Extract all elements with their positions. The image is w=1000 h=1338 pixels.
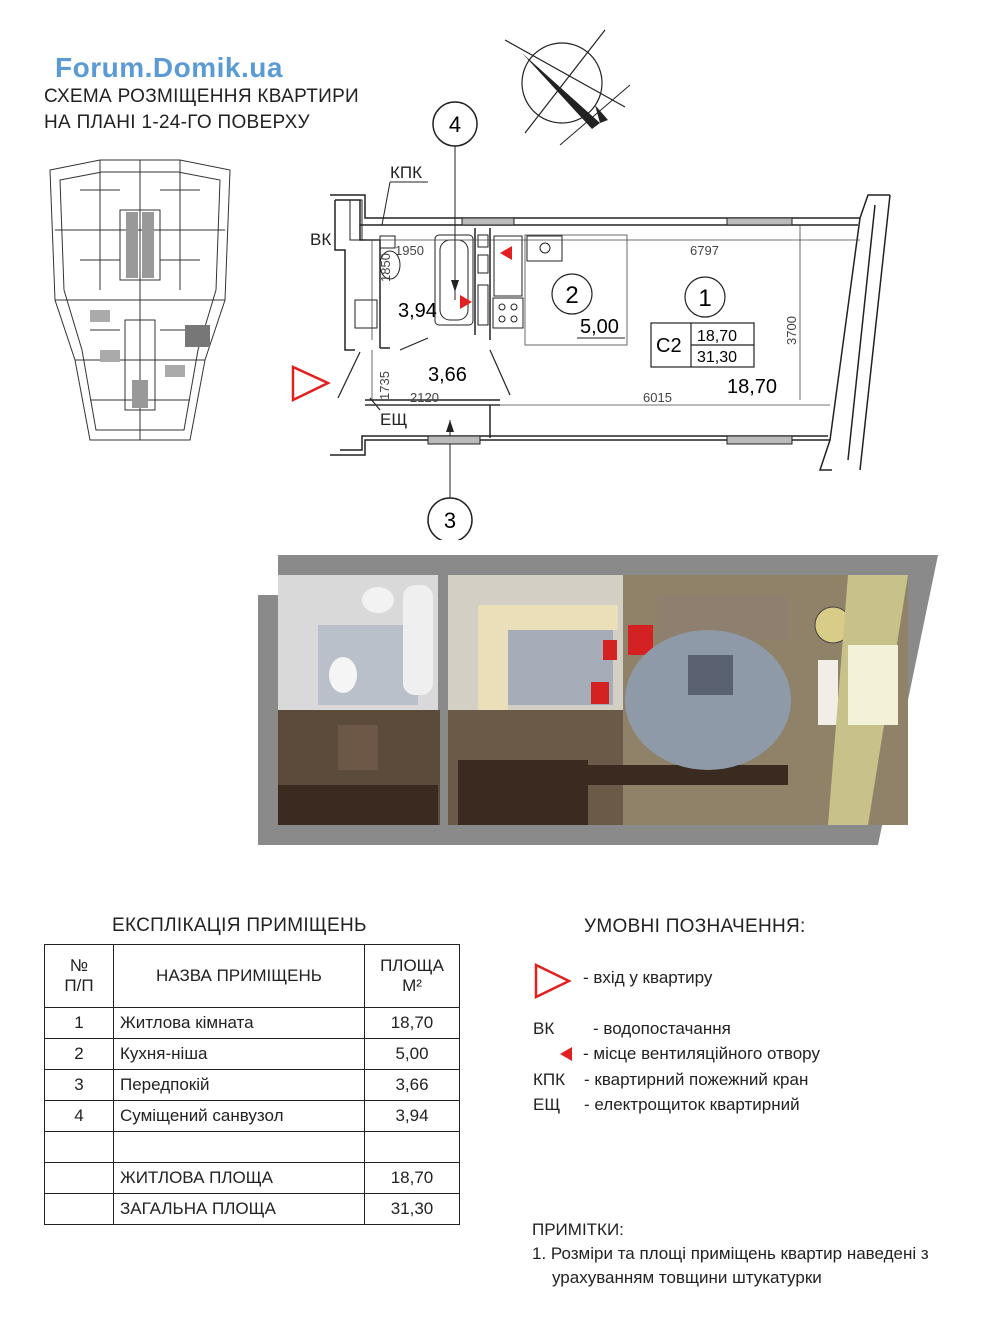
unit-total-area: 31,30: [697, 349, 737, 366]
table-row: 2 Кухня-ніша 5,00: [44, 1038, 460, 1070]
table-row: 4 Суміщений санвузол 3,94: [44, 1100, 460, 1132]
legend-text: - електрощиток квартирний: [584, 1095, 800, 1114]
total-area-value: 31,30: [364, 1193, 460, 1225]
header-num-line-1: №: [69, 956, 89, 975]
table-row-total: ЗАГАЛЬНА ПЛОЩА 31,30: [44, 1193, 460, 1225]
living-area-label: ЖИТЛОВА ПЛОЩА: [113, 1162, 365, 1194]
table-row-empty: [44, 1131, 460, 1163]
notes-line-1: 1. Розміри та площі приміщень квартир на…: [532, 1244, 929, 1263]
label-eshch: ЕЩ: [380, 410, 407, 429]
table-row-living: ЖИТЛОВА ПЛОЩА 18,70: [44, 1162, 460, 1194]
legend-text: - водопостачання: [593, 1019, 731, 1038]
entrance-triangle-icon: [534, 963, 572, 999]
axis-3-label: 3: [444, 508, 456, 533]
header-num: № П/П: [44, 944, 114, 1008]
ventilation-arrow-icon: [500, 246, 512, 260]
header-area: ПЛОЩА М²: [364, 944, 460, 1008]
table-row: 1 Житлова кімната 18,70: [44, 1007, 460, 1039]
explication-table: № П/П НАЗВА ПРИМІЩЕНЬ ПЛОЩА М² 1 Житлова…: [44, 944, 460, 1225]
notes: ПРИМІТКИ: 1. Розміри та площі приміщень …: [532, 1218, 929, 1290]
legend-code: ВК: [533, 1019, 555, 1038]
header-name: НАЗВА ПРИМІЩЕНЬ: [113, 944, 365, 1008]
legend-item-vk: ВК - водопостачання: [533, 1019, 731, 1039]
dim-3700: 3700: [784, 316, 799, 345]
room-1-area: 18,70: [727, 376, 777, 398]
legend-item-vent: - місце вентиляційного отвору: [583, 1044, 820, 1063]
dim-6015: 6015: [643, 390, 672, 405]
row-area: 3,94: [364, 1100, 460, 1132]
dim-1735: 1735: [377, 371, 392, 400]
axis-4-label: 4: [449, 112, 461, 137]
empty-cell: [113, 1131, 365, 1163]
total-area-label: ЗАГАЛЬНА ПЛОЩА: [113, 1193, 365, 1225]
row-name: Суміщений санвузол: [113, 1100, 365, 1132]
dim-1850: 1850: [378, 253, 393, 282]
label-vk: ВК: [310, 230, 331, 249]
header-area-line-2: М²: [402, 976, 422, 995]
room-3-area: 3,66: [428, 364, 467, 386]
page-title: СХЕМА РОЗМІЩЕННЯ КВАРТИРИ НА ПЛАНІ 1-24-…: [44, 84, 359, 136]
explication-title: ЕКСПЛІКАЦІЯ ПРИМІЩЕНЬ: [112, 915, 367, 936]
room-2-area: 5,00: [580, 316, 619, 338]
header-num-line-2: П/П: [64, 976, 94, 995]
legend-item-kpk: КПК - квартирний пожежний кран: [533, 1070, 808, 1090]
header-area-line-1: ПЛОЩА: [380, 956, 444, 975]
legend-item-eshch: ЕЩ - електрощиток квартирний: [533, 1095, 800, 1115]
legend-item-entrance: - вхід у квартиру: [583, 968, 713, 987]
row-area: 3,66: [364, 1069, 460, 1101]
apartment-plan: 4 3: [291, 101, 891, 540]
page-title-line-2: НА ПЛАНІ 1-24-ГО ПОВЕРХУ: [44, 112, 310, 133]
row-area: 5,00: [364, 1038, 460, 1070]
row-name: Кухня-ніша: [113, 1038, 365, 1070]
row-area: 18,70: [364, 1007, 460, 1039]
row-num: 3: [44, 1069, 114, 1101]
unit-code: C2: [656, 335, 682, 357]
room-4-area: 3,94: [398, 300, 437, 322]
axis-4: [432, 101, 478, 300]
empty-cell: [364, 1131, 460, 1163]
entrance-triangle-icon: [291, 365, 331, 402]
row-num: 2: [44, 1038, 114, 1070]
notes-line-2: урахуванням товщини штукатурки: [552, 1268, 822, 1287]
legend-code: ЕЩ: [533, 1095, 561, 1114]
legend-code: КПК: [533, 1070, 566, 1089]
compass-icon: [504, 29, 631, 146]
empty-cell: [44, 1193, 114, 1225]
watermark: Forum.Domik.ua: [55, 52, 283, 83]
unit-living-area: 18,70: [697, 328, 737, 345]
row-num: 1: [44, 1007, 114, 1039]
dim-6797: 6797: [690, 243, 719, 258]
empty-cell: [44, 1131, 114, 1163]
table-header-row: № П/П НАЗВА ПРИМІЩЕНЬ ПЛОЩА М²: [44, 944, 460, 1008]
room-2-number: 2: [565, 282, 578, 309]
legend-title: УМОВНІ ПОЗНАЧЕННЯ:: [584, 916, 806, 937]
apartment-3d-render: [258, 555, 938, 845]
floor-key-plan: [49, 159, 231, 441]
dim-1950: 1950: [395, 243, 424, 258]
row-num: 4: [44, 1100, 114, 1132]
axis-3: [427, 420, 473, 540]
ventilation-arrow-icon: [560, 1047, 572, 1061]
living-area-value: 18,70: [364, 1162, 460, 1194]
notes-title: ПРИМІТКИ:: [532, 1220, 624, 1239]
legend-text: - квартирний пожежний кран: [584, 1070, 809, 1089]
ventilation-arrow-icon: [460, 295, 472, 309]
dim-2120: 2120: [410, 390, 439, 405]
row-name: Житлова кімната: [113, 1007, 365, 1039]
room-1-number: 1: [698, 285, 711, 312]
page-title-line-1: СХЕМА РОЗМІЩЕННЯ КВАРТИРИ: [44, 86, 360, 107]
row-name: Передпокій: [113, 1069, 365, 1101]
table-row: 3 Передпокій 3,66: [44, 1069, 460, 1101]
label-kpk: КПК: [390, 163, 422, 182]
empty-cell: [44, 1162, 114, 1194]
